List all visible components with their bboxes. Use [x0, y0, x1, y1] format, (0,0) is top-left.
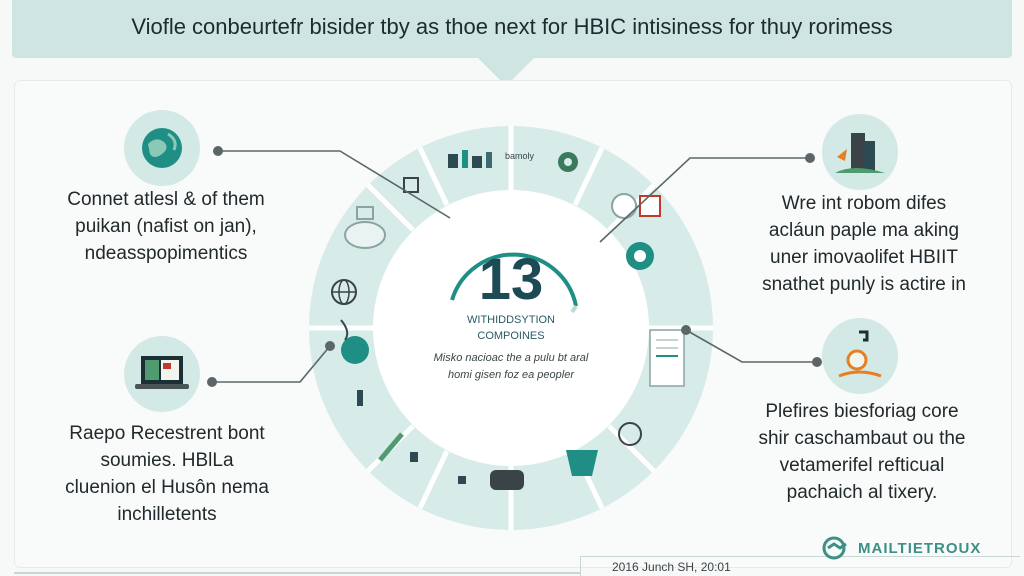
- left-top-text: Connet atlesl & of them puikan (nafist o…: [67, 189, 265, 264]
- ring-icon-top-right: [558, 152, 578, 172]
- footer-date: 2016 Junch SH, 20:01: [612, 560, 731, 574]
- footer-divider-vertical: [580, 556, 581, 576]
- footer-divider: [580, 556, 1020, 557]
- brand-name: MAILTIETROUX: [858, 539, 982, 557]
- center-label-2: COMPOINES: [477, 330, 545, 342]
- ring-icon-right-bottom: [618, 422, 642, 446]
- ring-icon-globe: [331, 279, 357, 305]
- ring-icon-top: [448, 150, 492, 168]
- ring-icon-badge: [626, 242, 654, 270]
- laptop-badge-icon: [124, 336, 200, 412]
- ring-icon-bottom-right: [566, 450, 598, 476]
- page-title: Viofle conbeurtefr bisider tby as thoe n…: [131, 14, 893, 39]
- center-label-1: WITHIDDSYTION: [467, 314, 555, 326]
- ring-icon-bottom: [458, 470, 524, 490]
- ring-icon-left-top: [403, 177, 419, 193]
- connector-lines: [212, 150, 817, 383]
- idea-badge-icon: [822, 318, 898, 394]
- ring-icon-plant: [340, 319, 369, 364]
- ring-icon-left-bottom: [357, 390, 363, 406]
- center-number: 13: [478, 247, 544, 312]
- center-caption-2: homi gisen foz ea peopler: [448, 369, 574, 381]
- brand-logo: MAILTIETROUX: [822, 536, 981, 560]
- brand-mark-icon: [822, 536, 847, 560]
- right-top-text: Wre int robom difes acláun paple ma akin…: [762, 193, 966, 295]
- globe-badge-icon: [124, 110, 200, 186]
- bottom-rule: [14, 572, 580, 574]
- city-badge-icon: [822, 114, 898, 190]
- header-banner: Viofle conbeurtefr bisider tby as thoe n…: [12, 0, 1012, 58]
- ring-icon-tool: [378, 432, 418, 462]
- ring-label-top: bamoly: [505, 151, 535, 161]
- wheel-inner-disc: [373, 190, 649, 466]
- ring-icon-document: [649, 329, 685, 387]
- ring-icon-cloud: [344, 206, 386, 249]
- right-bottom-text: Plefires biesforiag core shir caschambau…: [758, 401, 966, 503]
- center-caption-1: Misko nacioac the a pulu bt aral: [433, 352, 589, 364]
- progress-arc: [450, 252, 578, 307]
- left-bottom-text: Raepo Recestrent bont soumies. HBlLa clu…: [65, 423, 269, 525]
